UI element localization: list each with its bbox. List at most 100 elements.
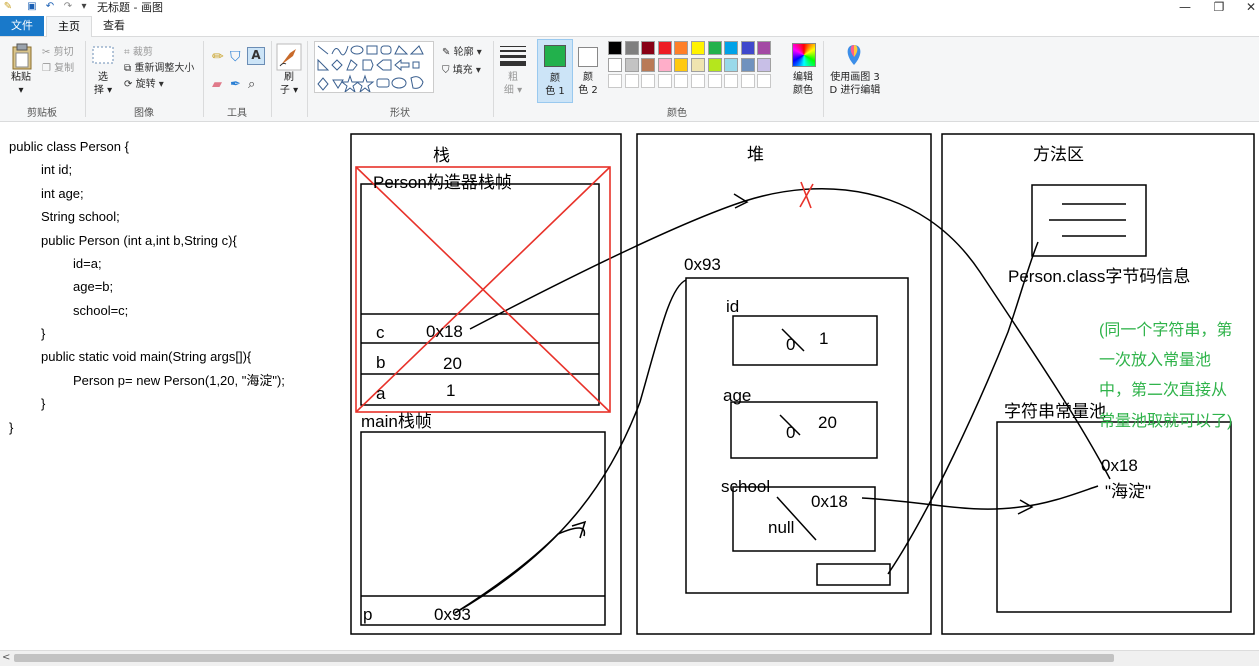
minimize-button[interactable]: — [1179,0,1191,14]
c-reference-curve [469,188,1111,480]
shapes-gallery[interactable] [314,41,434,94]
string-literal: "海淀" [1105,482,1151,501]
palette-swatch[interactable] [624,41,639,55]
palette-swatch[interactable] [707,41,722,55]
palette-swatch[interactable] [674,57,689,72]
color1-button[interactable]: 颜色 1 [537,39,573,103]
class-pointer-box [816,563,891,586]
palette-custom-slot[interactable] [641,74,656,89]
palette-swatch[interactable] [674,41,689,55]
select-icon [92,46,114,64]
palette-custom-slot[interactable] [707,74,722,89]
palette-custom-slot[interactable] [740,74,755,89]
palette-swatch[interactable] [707,57,722,72]
palette-swatch[interactable] [724,41,739,55]
scrollbar-thumb[interactable] [14,654,1114,662]
palette-swatch[interactable] [608,57,622,72]
outline-button[interactable]: ✎ 轮廓 ▾ [442,47,482,58]
customize-quick-access-icon[interactable]: ▾ [81,1,87,12]
tab-view[interactable]: 查看 [103,19,125,32]
group-divider [823,41,824,117]
brushes-button[interactable]: 刷子 ▾ [279,72,299,96]
edit-colors-button[interactable]: 编辑颜色 [793,72,813,96]
palette-swatch[interactable] [757,57,772,72]
code-line: int age; [41,186,84,201]
palette-swatch[interactable] [691,57,705,72]
palette-custom-slot[interactable] [608,74,622,89]
rotate-icon: ⟳ [124,79,133,90]
text-tool-icon[interactable]: A [247,47,265,65]
undo-icon[interactable]: ↶ [45,1,55,12]
clipboard-group-label: 剪贴板 [27,108,57,119]
object-address: 0x93 [684,255,721,274]
ribbon-tabs: 文件 主页 查看 [0,16,1259,37]
note-line: 一次放入常量池 [1099,351,1211,369]
paste-button[interactable]: 粘贴▾ [11,72,31,96]
field-age-box [730,401,878,459]
palette-swatch[interactable] [691,41,705,55]
field-age-old-value: 0 [786,423,795,442]
palette-custom-slot[interactable] [624,74,639,89]
rotate-button[interactable]: ⟳ 旋转 ▾ [124,79,164,90]
note-line: 常量池取就可以了) [1099,412,1232,430]
palette-swatch[interactable] [641,57,656,72]
copy-icon: ❐ [42,63,51,74]
group-divider [307,41,308,117]
palette-swatch[interactable] [641,41,656,55]
pencil-icon[interactable]: ✏ [212,49,224,65]
fill-bucket-icon[interactable]: ⛉ [230,49,241,65]
save-icon[interactable]: ▣ [27,1,37,12]
field-school-old-value: null [768,518,794,537]
palette-custom-slot[interactable] [724,74,739,89]
var-p-value: 0x93 [434,605,471,624]
group-divider [271,41,272,117]
shapes-icon [317,45,424,94]
palette-swatch[interactable] [740,41,755,55]
field-id-value: 1 [819,329,828,348]
palette-custom-slot[interactable] [757,74,772,89]
palette-custom-slot[interactable] [674,74,689,89]
image-group-label: 图像 [134,108,154,119]
p-reference-curve [454,527,586,614]
maximize-button[interactable]: ❐ [1213,0,1225,14]
copy-button[interactable]: ❐ 复制 [42,63,75,74]
palette-swatch[interactable] [657,41,672,55]
magnifier-icon[interactable]: ⌕ [248,77,256,92]
palette-swatch[interactable] [608,41,622,55]
palette-swatch[interactable] [757,41,772,55]
note-line: 中，第二次直接从 [1099,381,1227,399]
heap-region [636,133,932,635]
drawing-canvas[interactable]: public class Person { int id; int age; S… [0,122,1259,650]
color-picker-icon[interactable]: ✒ [230,77,241,92]
code-line: String school; [41,209,120,224]
palette-swatch[interactable] [624,57,639,72]
palette-swatch[interactable] [657,57,672,72]
tab-file[interactable]: 文件 [0,16,44,36]
field-school-label: school [721,477,770,496]
cut-button[interactable]: ✂ 剪切 [42,47,74,58]
size-button[interactable]: 粗细 ▾ [503,72,523,96]
close-button[interactable]: ✕ [1245,0,1257,14]
constructor-frame-box [360,183,600,406]
tab-home[interactable]: 主页 [46,16,92,37]
scroll-left-arrow-icon[interactable]: < [2,652,11,663]
code-line: age=b; [73,279,114,294]
var-p-label: p [363,605,372,624]
redo-icon[interactable]: ↷ [63,1,73,12]
code-line: public static void main(String args[]){ [41,349,252,364]
field-age-label: age [723,386,751,405]
palette-custom-slot[interactable] [691,74,705,89]
field-id-old-value: 0 [786,335,795,354]
horizontal-scrollbar[interactable]: < [0,650,1259,666]
crop-button[interactable]: ⌗ 裁剪 [124,47,153,58]
palette-swatch[interactable] [724,57,739,72]
palette-custom-slot[interactable] [657,74,672,89]
fill-button[interactable]: ⛉ 填充 ▾ [442,65,481,76]
palette-swatch[interactable] [740,57,755,72]
code-line: } [41,396,46,411]
eraser-icon[interactable]: ▰ [212,77,222,92]
resize-button[interactable]: ⧉ 重新调整大小 [124,63,195,74]
color2-button[interactable]: 颜色 2 [573,39,603,101]
select-button[interactable]: 选择 ▾ [93,72,113,96]
